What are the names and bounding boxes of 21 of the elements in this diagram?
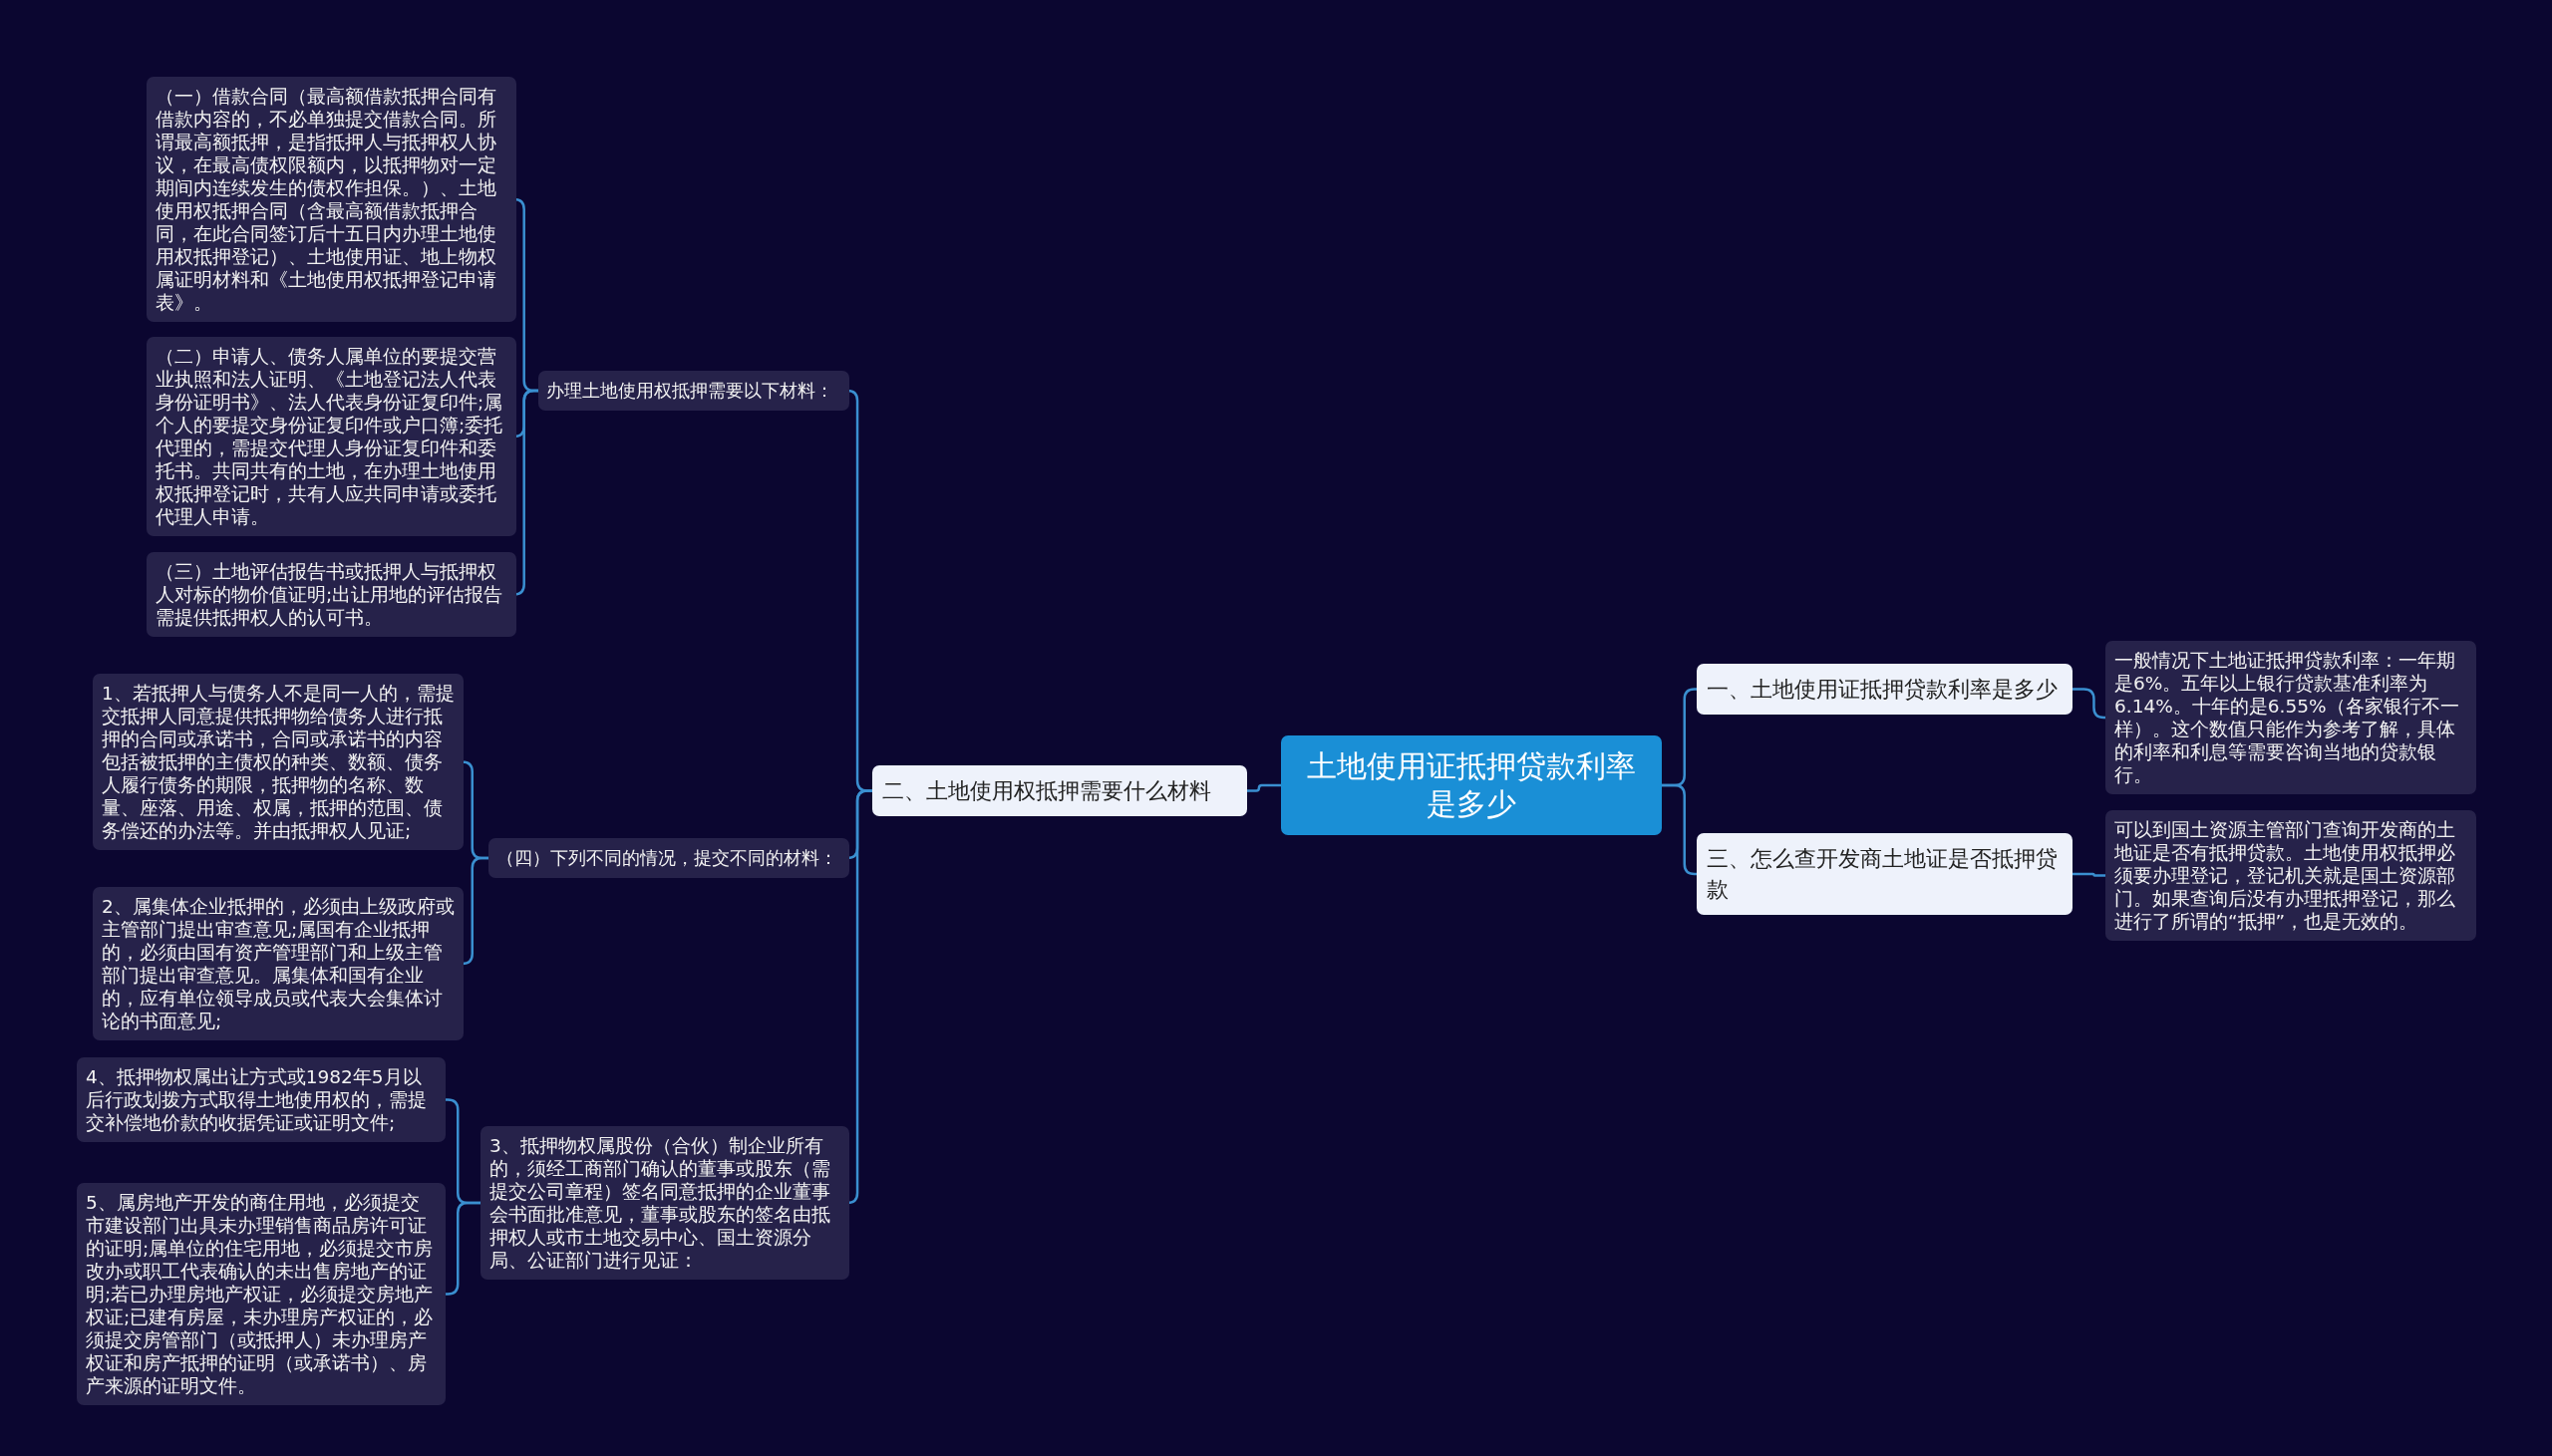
note-box: 可以到国土资源主管部门查询开发商的土地证是否有抵押贷款。土地使用权抵押必须要办理登记，登记机关就是国土资源部门。如果查询后没有办理抵押登记，那么进行了所谓的“抵押”，也是无效的。 bbox=[2105, 810, 2476, 941]
branch-line bbox=[2073, 688, 2106, 720]
note-box: （一）借款合同（最高额借款抵押合同有借款内容的，不必单独提交借款合同。所谓最高额抵押，是指抵押人与抵押权人协议，在最高债权限额内，以抵押物对一定期间内连续发生的债权作担保。）、土地使用权抵押合同（含最高额借款抵押合同，在此合同签订后十五日内办理土地使用权抵押登记）、土地使用证、地上物权属证明材料和《土地使用权抵押登记申请表》。 bbox=[147, 77, 516, 322]
note-box: （二）申请人、债务人属单位的要提交营业执照和法人证明、《土地登记法人代表身份证明书》、法人代表身份证复印件;属个人的要提交身份证复印件或户口簿;委托代理的，需提交代理人身份证复印件和委托书。共同共有的土地，在办理土地使用权抵押登记时，共有人应共同申请或委托代理人申请。 bbox=[147, 337, 516, 536]
topic-box: 三、怎么查开发商土地证是否抵押贷款 bbox=[1697, 833, 2073, 915]
central-topic-box: 土地使用证抵押贷款利率是多少 bbox=[1281, 735, 1662, 835]
note-box: 一般情况下土地证抵押贷款利率：一年期是6%。五年以上银行贷款基准利率为6.14%。十年的是6.55%（各家银行不一样）。这个数值只能作为参考了解，具体的利率和利息等需要咨询当地的贷款银行。 bbox=[2105, 641, 2476, 794]
note-box: 2、属集体企业抵押的，必须由上级政府或主管部门提出审查意见;属国有企业抵押的，必须由国有资产管理部门和上级主管部门提出审查意见。属集体和国有企业的，应有单位领导成员或代表大会集体讨论的书面意见; bbox=[93, 887, 464, 1040]
note-box: 1、若抵押人与债务人不是同一人的，需提交抵押人同意提供抵押物给债务人进行抵押的合同或承诺书，合同或承诺书的内容包括被抵押的主债权的种类、数额、债务人履行债务的期限，抵押物的名称、数量、座落、用途、权属，抵押的范围、债务偿还的办法等。并由抵押权人见证; bbox=[93, 674, 464, 850]
topic-box: 一、土地使用证抵押贷款利率是多少 bbox=[1697, 664, 2073, 715]
note-box: （三）土地评估报告书或抵押人与抵押权人对标的物价值证明;出让用地的评估报告需提供抵押权人的认可书。 bbox=[147, 552, 516, 637]
note-box: 4、抵押物权属出让方式或1982年5月以后行政划拨方式取得土地使用权的，需提交补偿地价款的收据凭证或证明文件; bbox=[77, 1057, 446, 1142]
branch-line bbox=[446, 1201, 480, 1296]
note-box: 5、属房地产开发的商住用地，必须提交市建设部门出具未办理销售商品房许可证的证明;属单位的住宅用地，必须提交市房改办或职工代表确认的未出售房地产的证明;若已办理房地产权证，必须提交房地产权证;已建有房屋，未办理房产权证的，必须提交房管部门（或抵押人）未办理房产权证和房产抵押的证明（或承诺书）、房产来源的证明文件。 bbox=[77, 1183, 446, 1405]
branch-line bbox=[2073, 872, 2105, 877]
subtopic-box: 3、抵押物权属股份（合伙）制企业所有的，须经工商部门确认的董事或股东（需提交公司章程）签名同意抵押的企业董事会书面批准意见，董事或股东的签名由抵押权人或市土地交易中心、国土资源分局、公证部门进行见证： bbox=[480, 1126, 849, 1280]
topic-box: 二、土地使用权抵押需要什么材料 bbox=[872, 765, 1247, 816]
branch-line bbox=[1662, 783, 1697, 876]
subtopic-box: 办理土地使用权抵押需要以下材料： bbox=[538, 371, 849, 411]
branch-line bbox=[1247, 783, 1281, 792]
subtopic-box: （四）下列不同的情况，提交不同的材料： bbox=[488, 838, 849, 878]
